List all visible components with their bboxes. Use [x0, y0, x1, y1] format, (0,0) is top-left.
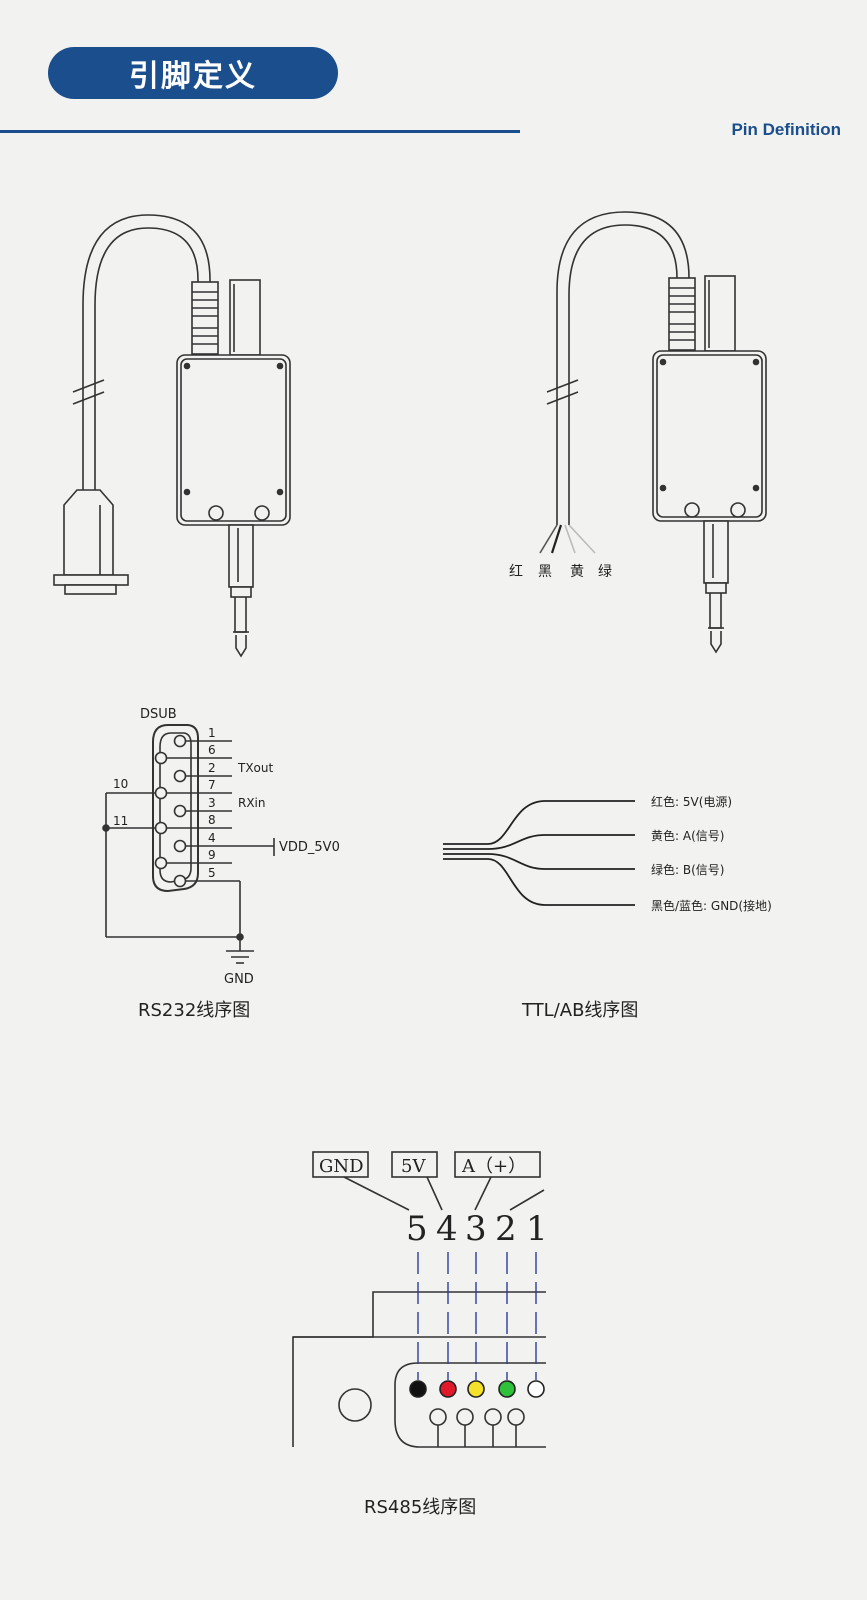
signal-rxin: RXin [238, 796, 266, 810]
signal-gnd: GND [224, 972, 254, 987]
svg-text:9: 9 [208, 848, 216, 862]
label-green: 绿 [598, 564, 612, 580]
rs485-label-5v: 5V [401, 1156, 426, 1177]
rs485-label-gnd: GND [319, 1156, 364, 1177]
svg-text:1: 1 [526, 1209, 548, 1249]
rs485-pin-dot-2 [439, 1380, 457, 1398]
label-yellow: 黄 [570, 563, 584, 580]
ttl-wire-2: 黄色: A(信号) [651, 829, 724, 843]
rs485-pin-dot-3 [467, 1380, 485, 1398]
ttl-wire-labels: 红色: 5V(电源) 黄色: A(信号) 绿色: B(信号) 黑色/蓝色: GN… [651, 794, 772, 913]
rs485-label-a: A（+） [461, 1156, 526, 1177]
svg-text:5: 5 [208, 866, 216, 880]
label-red: 红 [509, 564, 523, 580]
ttl-wiring [443, 800, 635, 906]
svg-text:3: 3 [465, 1209, 487, 1249]
rs232-caption: RS232线序图 [138, 1000, 250, 1021]
rs485-diagram [292, 1151, 546, 1448]
signal-vdd: VDD_5V0 [279, 840, 340, 855]
rs232-connector-label: DSUB [140, 707, 177, 722]
rs232-pin-numbers: 1 6 2 7 3 8 4 9 5 10 11 [113, 726, 216, 880]
svg-text:1: 1 [208, 726, 216, 740]
device-right [539, 211, 767, 654]
title-divider [0, 130, 520, 133]
svg-text:7: 7 [208, 778, 216, 792]
ttl-wire-3: 绿色: B(信号) [651, 862, 724, 877]
ttl-caption: TTL/AB线序图 [521, 1000, 638, 1021]
svg-text:4: 4 [208, 831, 216, 845]
rs485-pin-dot-1 [409, 1380, 427, 1398]
svg-text:2: 2 [495, 1209, 517, 1249]
svg-text:4: 4 [436, 1209, 458, 1249]
svg-text:3: 3 [208, 796, 216, 810]
rs485-pin-numbers: 5 4 3 2 1 [406, 1209, 548, 1249]
svg-text:10: 10 [113, 777, 128, 791]
svg-text:6: 6 [208, 743, 216, 757]
rs232-schematic [102, 724, 275, 964]
ttl-wire-1: 红色: 5V(电源) [651, 794, 732, 809]
rs485-box-labels: GND 5V A（+） [319, 1156, 526, 1177]
svg-text:8: 8 [208, 813, 216, 827]
rs485-pin-dot-4 [498, 1380, 516, 1398]
wire-color-labels: 红 黑 黄 绿 [509, 563, 612, 580]
rs485-pin-dots [409, 1380, 545, 1398]
device-left [53, 214, 291, 658]
svg-text:5: 5 [406, 1209, 428, 1249]
svg-text:2: 2 [208, 761, 216, 775]
signal-txout: TXout [237, 761, 273, 775]
label-black: 黑 [538, 564, 552, 580]
ttl-wire-4: 黑色/蓝色: GND(接地) [651, 898, 772, 913]
section-title: 引脚定义 [48, 47, 338, 99]
rs485-pin-dot-5 [527, 1380, 545, 1398]
section-subtitle: Pin Definition [731, 120, 841, 139]
rs485-caption: RS485线序图 [364, 1497, 476, 1518]
rs485-leaders [417, 1252, 537, 1380]
svg-text:11: 11 [113, 814, 128, 828]
